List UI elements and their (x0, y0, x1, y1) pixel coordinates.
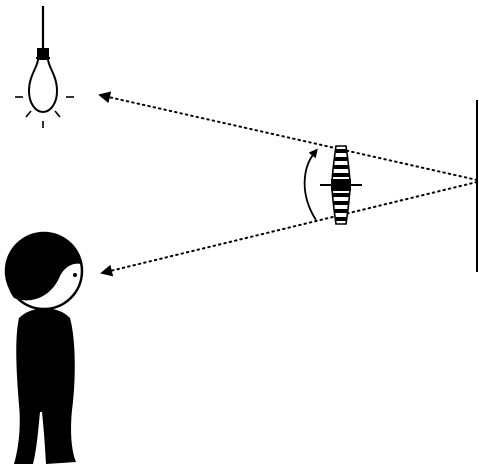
observer-hair (6, 233, 81, 301)
rotating-polarizer (320, 145, 362, 225)
dotted-ray-to-bulb (98, 91, 478, 181)
bulb-rays (15, 96, 74, 128)
polarizer-stripes (333, 149, 349, 221)
dotted-ray-to-observer (100, 181, 478, 277)
bulb-glass (27, 58, 59, 114)
rotation-arrow (303, 148, 318, 221)
light-bulb-icon (15, 6, 74, 128)
bulb-socket (37, 48, 49, 58)
observer-figure (4, 231, 84, 464)
observer-body (14, 308, 76, 464)
observer-eye (73, 273, 77, 277)
